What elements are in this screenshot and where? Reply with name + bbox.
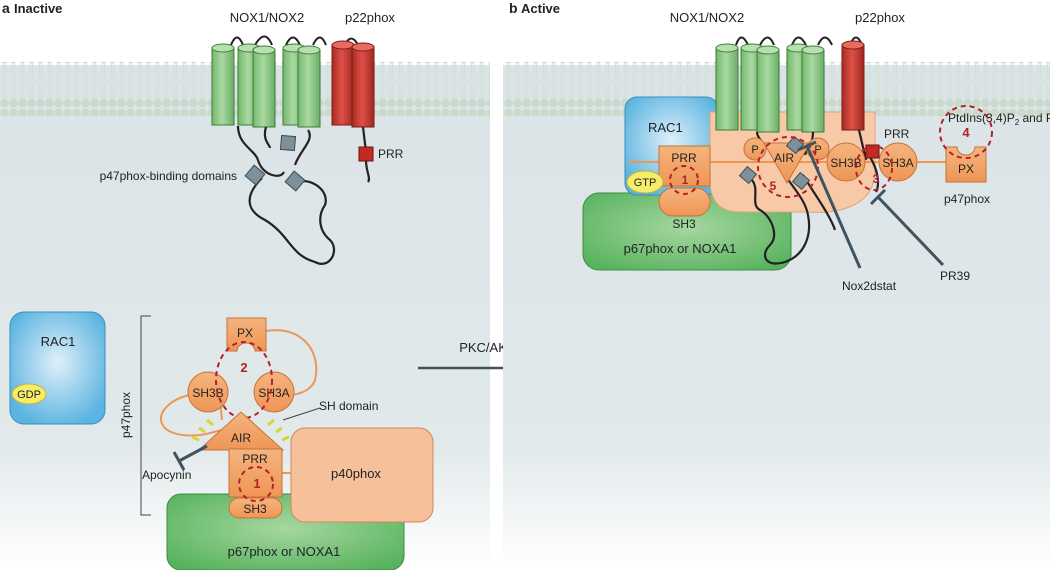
px-label-a: PX (237, 326, 253, 340)
nox2dstat-bar (797, 140, 817, 152)
gtp-label: GTP (634, 177, 657, 189)
sh3-label-a: SH3 (243, 502, 267, 516)
sh3b-label-b: SH3B (830, 156, 861, 170)
gdp-label: GDP (17, 389, 41, 401)
rac1-label-b: RAC1 (648, 120, 683, 135)
prr-square-a (358, 146, 374, 162)
pip-label: PtdIns(3,4)P2 and PA (948, 111, 1050, 127)
nox-transmembrane-a (211, 43, 321, 128)
panel-b-letter: b (509, 0, 518, 16)
pr39-bar (869, 188, 887, 206)
num-5: 5 (770, 179, 777, 193)
rac1-box-a (9, 311, 106, 425)
p40-box (290, 427, 434, 523)
sh3a-domain-a (253, 371, 295, 413)
p40-label: p40phox (331, 466, 381, 481)
panel-a-title: Inactive (14, 1, 62, 16)
panel-a-letter: a (2, 0, 10, 16)
panel-b: b Active NOX1/NOX2 p22phox PtdIns(3,4)P2… (503, 0, 1050, 570)
prr-label-a: PRR (378, 147, 404, 161)
prr2-label-a: PRR (242, 452, 268, 466)
nox-transmembrane-b (715, 43, 825, 133)
nox-label-a: NOX1/NOX2 (230, 10, 304, 25)
interaction-circle-2 (215, 341, 273, 419)
binding-label-a: p47phox-binding domains (100, 169, 237, 183)
px-label-b: PX (958, 162, 974, 176)
p47-label-a: p47phox (119, 392, 133, 438)
apocynin-label: Apocynin (142, 468, 191, 482)
prr-label-b: PRR (671, 151, 697, 165)
pkc-akt-label: PKC/AKT (459, 340, 515, 355)
sh-domain-label: SH domain (319, 399, 378, 413)
binding-domain-1-a (279, 134, 297, 152)
sh3a-domain-b (878, 142, 918, 182)
panel-b-title: Active (521, 1, 560, 16)
num-1-a: 1 (253, 476, 260, 491)
sh3-domain-b (658, 187, 711, 217)
interaction-circle-1-a (238, 466, 274, 502)
p22-label-a: p22phox (345, 10, 395, 25)
gtp-blob (626, 170, 664, 194)
num-4: 4 (962, 125, 970, 140)
p22-label-b: p22phox (855, 10, 905, 25)
p22phox-transmembrane-b (841, 40, 865, 131)
interaction-circle-5 (757, 136, 819, 198)
num-1-b: 1 (682, 173, 689, 187)
air-label-a: AIR (231, 431, 251, 445)
apocynin-line (178, 444, 208, 463)
sh3b-domain-b (826, 142, 866, 182)
rac1-label-a: RAC1 (41, 334, 76, 349)
nox-label-b: NOX1/NOX2 (670, 10, 744, 25)
pr39-label: PR39 (940, 269, 970, 283)
air-domain-b (763, 142, 811, 185)
num-3: 3 (873, 172, 880, 186)
sh3a-label-b: SH3A (882, 156, 913, 170)
gdp-blob (11, 383, 47, 405)
nox2dstat-line (805, 145, 862, 269)
prr-right-label: PRR (884, 127, 910, 141)
num-2-a: 2 (240, 360, 247, 375)
interaction-circle-4 (939, 105, 993, 159)
binding-domain-2-a (244, 164, 266, 186)
binding-domain-3-b (791, 171, 811, 191)
prr-square-b (865, 144, 880, 159)
p67-label-a: p67phox or NOXA1 (228, 544, 341, 559)
p47-label-b: p47phox (944, 192, 990, 206)
air-label-b: AIR (774, 151, 794, 165)
p22phox-transmembrane-a (331, 40, 375, 128)
sh3b-domain-a (187, 371, 229, 413)
sh3b-label-a: SH3B (192, 386, 223, 400)
pr39-line (876, 195, 945, 267)
binding-domain-3-a (284, 170, 306, 192)
interaction-circle-3 (855, 145, 893, 191)
sh-domain-ticks (191, 418, 290, 442)
p-label-left: P (751, 144, 758, 156)
panel-a: a Inactive NOX1/NOX2 p22phox (0, 0, 490, 570)
apocynin-bar (172, 451, 186, 471)
nox2dstat-label: Nox2dstat (842, 279, 897, 293)
sh3a-label-a: SH3A (258, 386, 289, 400)
phospho-left (743, 137, 767, 161)
sh3-label-b: SH3 (672, 217, 696, 231)
p-label-right: P (814, 144, 821, 156)
binding-domain-2-b (738, 165, 758, 185)
sh-domain-leader (282, 407, 321, 421)
interaction-circle-1-b (669, 165, 699, 195)
p47-bracket (140, 315, 151, 516)
p67-label-b: p67phox or NOXA1 (624, 241, 737, 256)
sh3-domain-a (228, 497, 283, 519)
